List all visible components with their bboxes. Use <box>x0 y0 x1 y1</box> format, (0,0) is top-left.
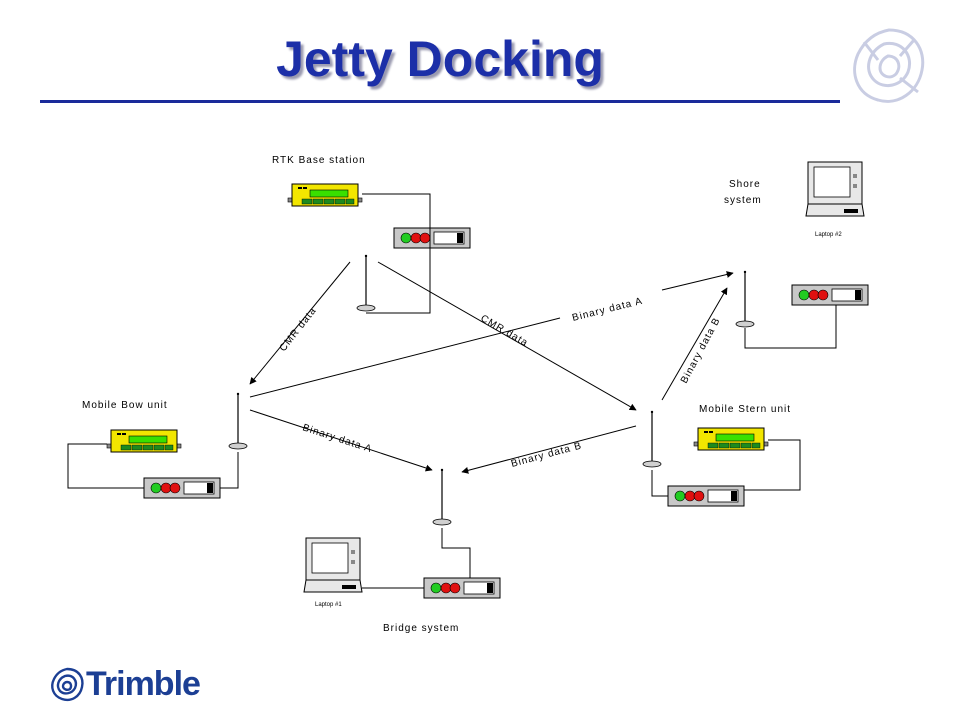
shore-radio <box>791 284 869 306</box>
bow-antenna <box>228 392 248 450</box>
link-cmr-stern <box>377 261 637 411</box>
stern-cable-left <box>651 470 668 497</box>
stern-cable-right <box>744 439 801 491</box>
rtk-base-cable <box>362 193 431 314</box>
link-binary-a-bridge <box>249 409 433 472</box>
shore-cable <box>744 305 837 349</box>
bow-radio <box>143 477 221 499</box>
trimble-wordmark: Trimble <box>86 665 201 703</box>
link-cmr-bow <box>249 261 351 385</box>
link-cmr-stern-label: CMR data <box>479 313 530 349</box>
link-binary-b-bridge-label: Binary data B <box>510 440 583 470</box>
rtk-base-radio <box>393 227 471 249</box>
shore-label-line1: Shore <box>729 179 761 190</box>
link-binary-a-bridge-label: Binary data A <box>301 422 373 455</box>
bridge-antenna <box>432 468 452 526</box>
page-title: Jetty Docking <box>276 31 604 87</box>
shore-label-line2: system <box>724 195 762 206</box>
title-underline <box>40 100 840 103</box>
link-binary-a-shore-label: Binary data A <box>571 296 644 324</box>
trimble-rose-icon <box>51 667 84 701</box>
rose-watermark-icon <box>853 28 925 103</box>
rtk-base-receiver <box>287 183 363 207</box>
mobile-bow-label: Mobile Bow unit <box>82 400 168 411</box>
bridge-cable-antenna <box>441 528 471 578</box>
link-binary-b-shore-label: Binary data B <box>679 316 723 386</box>
stern-radio <box>667 485 745 507</box>
bow-receiver <box>106 429 182 453</box>
stern-receiver <box>693 427 769 451</box>
stern-antenna <box>642 410 662 468</box>
link-binary-a-shore-upper <box>661 271 734 291</box>
laptop-1 <box>303 537 363 593</box>
bow-cable-right <box>220 452 239 489</box>
link-binary-b-shore <box>661 287 728 401</box>
mobile-stern-label: Mobile Stern unit <box>699 404 791 415</box>
laptop-1-label: Laptop #1 <box>315 602 342 608</box>
bridge-label: Bridge system <box>383 623 459 634</box>
link-cmr-bow-label: CMR data <box>278 305 319 354</box>
laptop-2 <box>805 161 865 217</box>
shore-antenna <box>735 270 755 328</box>
laptop-2-label: Laptop #2 <box>815 232 842 238</box>
link-binary-b-bridge <box>461 425 637 474</box>
bow-cable-left <box>67 443 144 489</box>
rtk-base-label: RTK Base station <box>272 155 366 166</box>
bridge-radio <box>423 577 501 599</box>
rtk-base-antenna <box>356 254 376 312</box>
link-binary-a-shore-lower <box>249 317 561 398</box>
